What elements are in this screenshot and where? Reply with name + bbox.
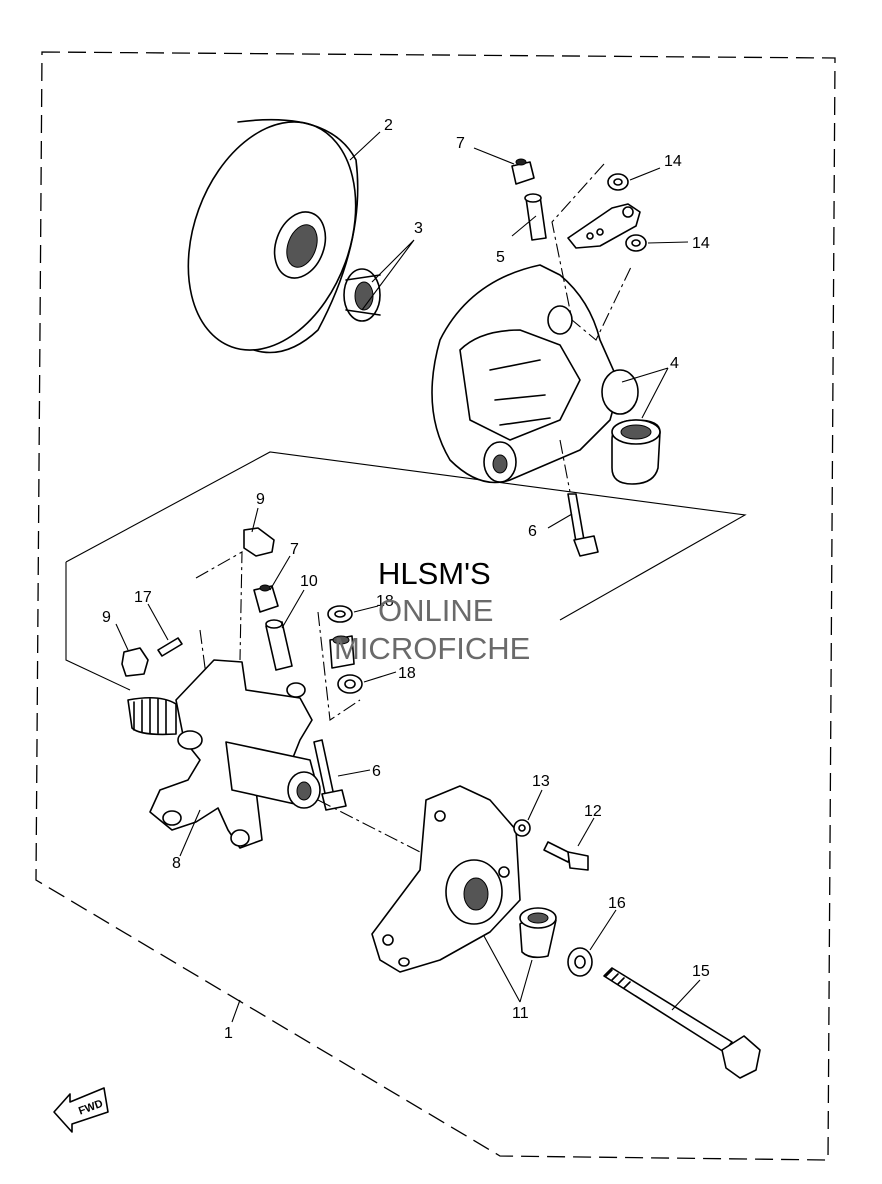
callout-7-upper: 7 (456, 135, 465, 152)
pin-lower (265, 619, 293, 671)
callout-8: 8 (172, 855, 181, 872)
callout-14-upper: 14 (664, 153, 682, 170)
clip-lower (121, 647, 149, 677)
cover-plate (371, 785, 521, 973)
leader-lines (115, 131, 701, 1023)
sub-assembly-outline (65, 451, 747, 691)
callout-14-lower: 14 (692, 235, 710, 252)
callout-11: 11 (512, 1005, 529, 1022)
movable-sheave-housing (431, 264, 639, 484)
forward-direction-arrow: FWD (53, 1087, 109, 1133)
callout-7-lower: 7 (290, 541, 299, 558)
bolt-12 (543, 841, 589, 871)
callout-4: 4 (670, 355, 679, 372)
split-collar (343, 268, 381, 322)
callout-labels: 2 3 7 5 14 14 4 6 9 7 10 17 9 18 18 6 8 … (102, 117, 710, 1042)
washer-16 (567, 947, 593, 977)
housing-bushing (611, 419, 661, 485)
callout-18-upper: 18 (376, 593, 394, 610)
assembly-boundary (35, 51, 836, 1161)
callout-18-lower: 18 (398, 665, 416, 682)
callout-15: 15 (692, 963, 710, 980)
callout-2: 2 (384, 117, 393, 134)
clip-upper (243, 527, 275, 557)
callout-5: 5 (496, 249, 505, 266)
callout-6-lower: 6 (372, 763, 381, 780)
sheave-disc (187, 118, 359, 354)
watermark-line-2: ONLINE (378, 593, 493, 628)
axis-line-hub (317, 799, 421, 853)
washer-18-a (327, 605, 353, 623)
nut-upper (511, 158, 535, 185)
long-bolt (603, 967, 761, 1079)
callout-9-lower: 9 (102, 609, 111, 626)
watermark-line-3: MICROFICHE (334, 631, 530, 666)
bushing-18-b (329, 635, 355, 669)
washer-upper (607, 173, 629, 191)
callout-1: 1 (224, 1025, 233, 1042)
axis-line-bolt-upper (559, 439, 571, 493)
washer-18-c (337, 674, 363, 694)
callout-6-upper: 6 (528, 523, 537, 540)
pin (524, 193, 547, 241)
callout-9-upper: 9 (256, 491, 265, 508)
watermark-line-1: HLSM'S (378, 556, 491, 591)
callout-3: 3 (414, 220, 423, 237)
small-pin (157, 637, 183, 657)
callout-10: 10 (300, 573, 318, 590)
bolt-lower (313, 739, 347, 811)
axis-line-weight (551, 163, 633, 341)
callout-13: 13 (532, 773, 550, 790)
callout-16: 16 (608, 895, 626, 912)
watermark: HLSM'S ONLINE MICROFICHE (334, 556, 530, 666)
callout-17: 17 (134, 589, 152, 606)
washer-lower (625, 234, 647, 252)
weight-arm (567, 203, 641, 249)
callout-12: 12 (584, 803, 602, 820)
washer-13 (513, 819, 531, 837)
nut-lower (253, 584, 279, 613)
bolt-upper (567, 493, 599, 557)
spider-hub (127, 659, 321, 849)
cover-bushing (519, 907, 557, 959)
